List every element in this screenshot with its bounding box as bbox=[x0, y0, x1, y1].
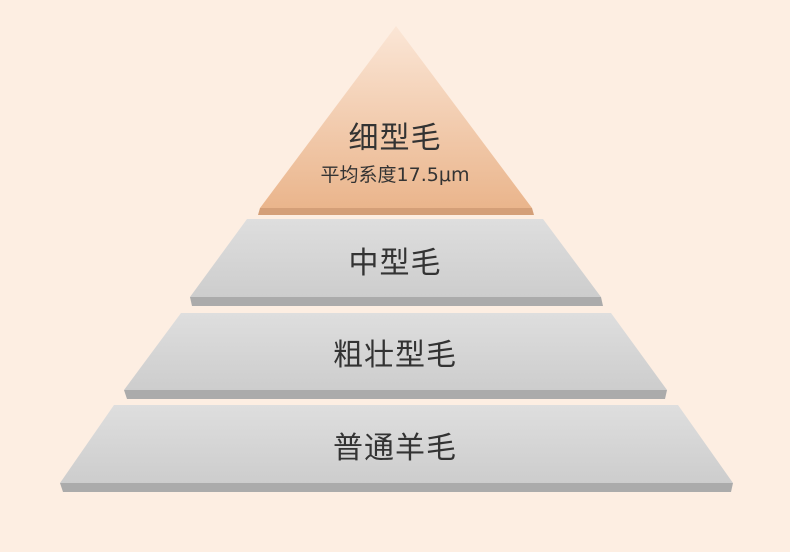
pyramid-tier-middle bbox=[190, 219, 603, 306]
tier-label-top-name: 细型毛 bbox=[348, 121, 442, 156]
tier-label-base: 普通羊毛 bbox=[333, 431, 457, 466]
tier-label-middle: 中型毛 bbox=[348, 246, 442, 281]
tier-label-coarse: 粗壮型毛 bbox=[333, 338, 457, 373]
pyramid-tier-coarse bbox=[124, 313, 667, 399]
pyramid-tier-top bbox=[258, 26, 534, 215]
tier-label-top-detail: 平均系度17.5μm bbox=[320, 164, 470, 186]
pyramid-tier-base bbox=[60, 405, 733, 492]
